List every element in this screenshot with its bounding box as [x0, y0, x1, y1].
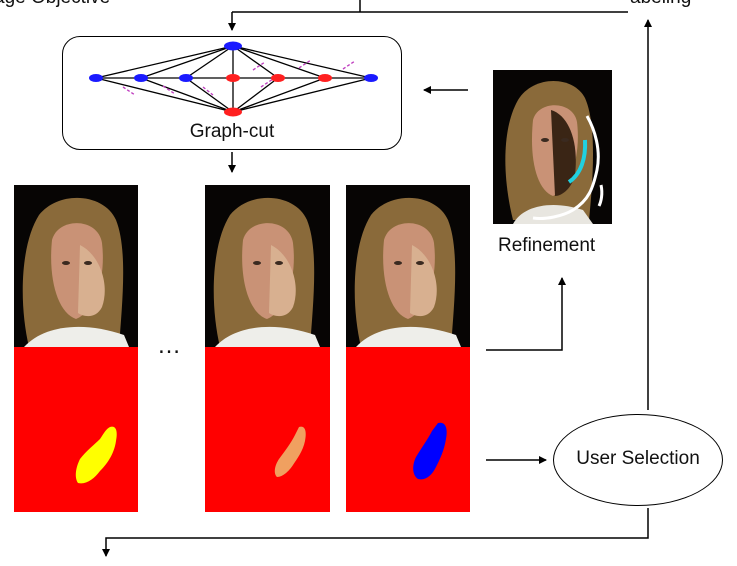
refinement-cyan-stroke	[567, 139, 588, 184]
ellipsis: …	[157, 332, 181, 359]
result-mask-1	[14, 347, 138, 512]
graph-node-7	[364, 74, 378, 82]
region-blue	[413, 422, 447, 480]
graph-node-5	[271, 74, 285, 82]
sink-node	[224, 107, 242, 117]
top-left-label: age Objective	[0, 0, 110, 9]
result-mask-3	[346, 347, 470, 512]
region-orange	[274, 426, 306, 477]
result-photo-1	[14, 185, 138, 347]
source-node	[224, 41, 242, 51]
top-right-label: abeling	[630, 0, 691, 9]
arrow-selection-to-output	[102, 508, 649, 557]
arrow-results-to-refinement	[486, 277, 566, 351]
graph-cut-label: Graph-cut	[189, 121, 275, 142]
graph-cut-diagram	[89, 41, 378, 117]
result-photo-2	[205, 185, 330, 347]
refinement-photo	[493, 70, 612, 224]
graph-node-6	[318, 74, 332, 82]
graph-node-2	[134, 74, 148, 82]
refinement-label: Refinement	[498, 235, 596, 256]
graph-node-3	[179, 74, 193, 82]
graph-cut-box: Graph-cut	[62, 36, 402, 150]
user-selection-label: User Selection	[576, 448, 700, 469]
user-selection-node: User Selection	[553, 414, 723, 506]
region-yellow	[75, 426, 117, 484]
graph-node-4	[226, 74, 240, 82]
refinement-white-stroke	[532, 115, 600, 220]
result-mask-2	[205, 347, 330, 512]
graph-node-1	[89, 74, 103, 82]
result-photo-3	[346, 185, 470, 347]
